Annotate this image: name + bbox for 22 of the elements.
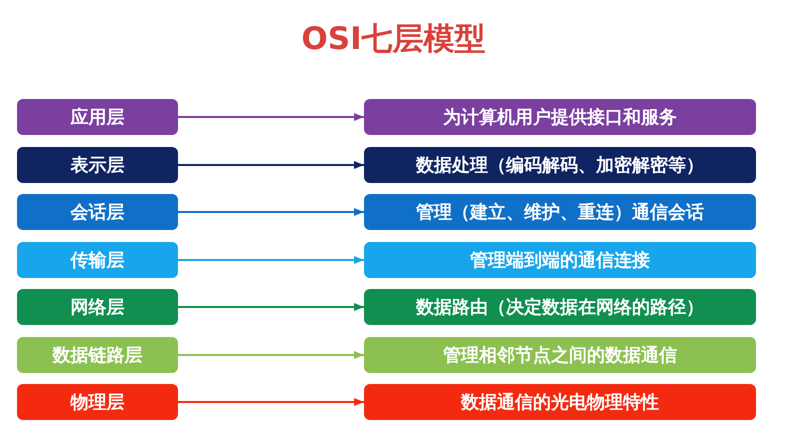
arrow bbox=[178, 161, 364, 169]
arrow bbox=[178, 351, 364, 359]
title: OSI七层模型 bbox=[301, 21, 486, 57]
arrow bbox=[178, 256, 364, 264]
description-box: 数据处理（编码解码、加密解密等） bbox=[364, 147, 756, 183]
arrow bbox=[178, 208, 364, 216]
arrow bbox=[178, 398, 364, 406]
layer-box: 数据链路层 bbox=[17, 337, 178, 373]
layer-box: 应用层 bbox=[17, 99, 178, 135]
description-box: 管理（建立、维护、重连）通信会话 bbox=[364, 194, 756, 230]
layer-box: 网络层 bbox=[17, 289, 178, 325]
layer-box: 物理层 bbox=[17, 384, 178, 420]
description-box: 数据通信的光电物理特性 bbox=[364, 384, 756, 420]
layer-box: 表示层 bbox=[17, 147, 178, 183]
description-box: 管理相邻节点之间的数据通信 bbox=[364, 337, 756, 373]
description-box: 管理端到端的通信连接 bbox=[364, 242, 756, 278]
arrow bbox=[178, 303, 364, 311]
arrow bbox=[178, 113, 364, 121]
layer-box: 会话层 bbox=[17, 194, 178, 230]
description-box: 数据路由（决定数据在网络的路径） bbox=[364, 289, 756, 325]
description-box: 为计算机用户提供接口和服务 bbox=[364, 99, 756, 135]
layer-box: 传输层 bbox=[17, 242, 178, 278]
